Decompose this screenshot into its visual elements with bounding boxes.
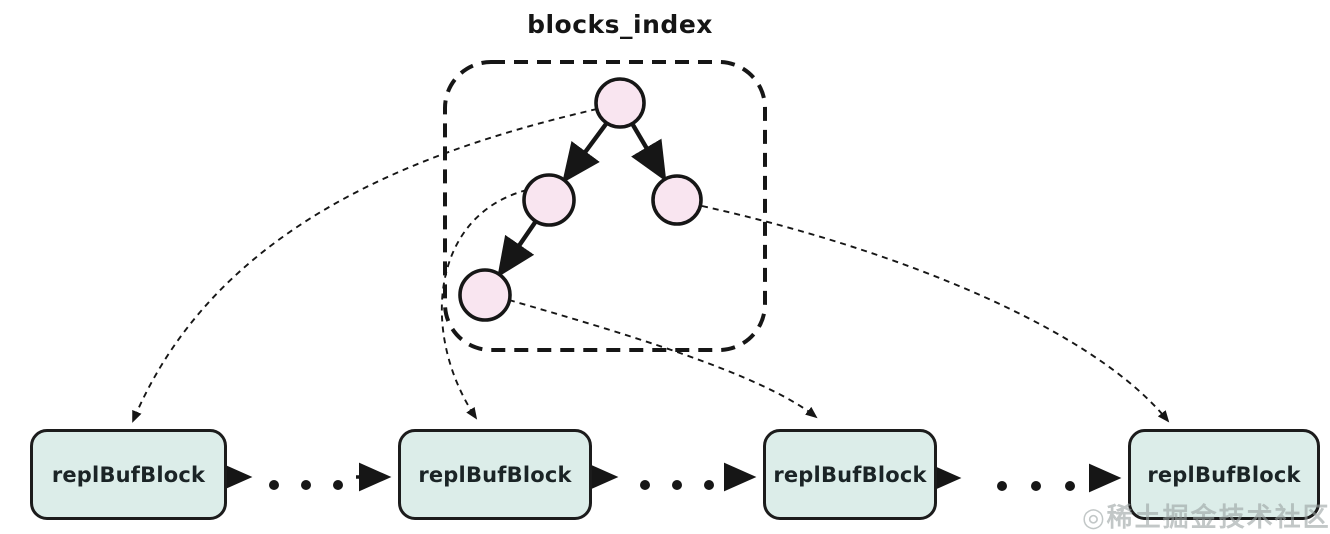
ellipsis-dot <box>301 480 311 490</box>
list-link-3-4 <box>929 463 1122 493</box>
tree-node-right-child <box>651 174 703 226</box>
tree-node-root <box>594 77 646 129</box>
ellipsis-dot <box>704 480 714 490</box>
tree-edge-root-right <box>631 123 667 182</box>
index-link-rightchild-to-block4 <box>701 205 1170 423</box>
repl-buf-block-2: replBufBlock <box>398 429 592 520</box>
ellipsis-dot <box>269 480 279 490</box>
ellipsis-dot <box>1031 481 1041 491</box>
blocks-index-title: blocks_index <box>527 10 713 39</box>
repl-buf-block-1-label: replBufBlock <box>51 462 206 487</box>
tree-edge-root-left <box>562 122 608 184</box>
list-link-1-2 <box>220 462 392 492</box>
tree-node-left-child <box>522 173 576 227</box>
ellipsis-dot <box>672 480 682 490</box>
list-link-2-3 <box>586 462 757 492</box>
index-link-leftleft-to-block3 <box>508 299 818 419</box>
index-link-leftchild-to-block2 <box>440 189 528 420</box>
blocks-index-container-border <box>443 60 767 352</box>
ellipsis-dot <box>1065 481 1075 491</box>
index-link-root-to-block1 <box>132 108 598 423</box>
repl-buf-block-4-label: replBufBlock <box>1147 462 1301 487</box>
ellipsis-dot <box>640 480 650 490</box>
repl-buf-block-4: replBufBlock <box>1128 429 1320 520</box>
tree-node-left-left-child <box>458 268 512 322</box>
repl-buf-block-2-label: replBufBlock <box>418 462 572 487</box>
watermark: ◎稀土掘金技术社区 <box>1082 503 1330 533</box>
repl-buf-block-3: replBufBlock <box>763 429 937 520</box>
ellipsis-dot <box>333 480 343 490</box>
ellipsis-dot <box>997 481 1007 491</box>
repl-buf-block-3-label: replBufBlock <box>773 462 927 487</box>
tree-edge-left-leftleft <box>497 219 538 278</box>
repl-buf-block-1: replBufBlock <box>30 429 227 520</box>
